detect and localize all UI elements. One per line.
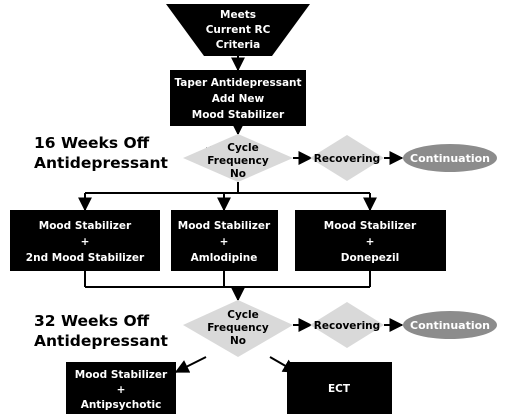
start-trapezoid <box>166 4 310 56</box>
antipsychotic-line-3: Antipsychotic <box>81 399 162 411</box>
option-3-line-1: Mood Stabilizer <box>324 220 417 232</box>
option-2-line-3: Amlodipine <box>191 252 258 264</box>
antipsychotic-box <box>66 362 176 414</box>
final-options: Mood Stabilizer + Antipsychotic ECT <box>66 362 392 414</box>
continuation-1-label: Continuation <box>410 152 490 165</box>
stage-1-label-line-2: Antidepressant <box>34 154 169 172</box>
start-line-2: Current RC <box>206 24 271 36</box>
option-1-line-3: 2nd Mood Stabilizer <box>26 252 145 264</box>
option-3-box <box>295 210 446 271</box>
ect-box <box>287 362 392 414</box>
arrow-decision-2-to-antipsychotic <box>174 356 207 373</box>
decision-2-diamond <box>183 300 293 357</box>
continuation-2-oval <box>403 311 497 339</box>
stage-1-label-line-1: 16 Weeks Off <box>34 134 150 152</box>
options: Mood Stabilizer + 2nd Mood Stabilizer Mo… <box>10 210 446 271</box>
stage-2-label-line-1: 32 Weeks Off <box>34 312 150 330</box>
recovering-1-label: Recovering <box>314 153 380 165</box>
start-line-3: Criteria <box>216 39 261 51</box>
recovering-2-label: Recovering <box>314 320 380 332</box>
decision-1-line-1: Cycle <box>227 142 259 154</box>
stage-2: 32 Weeks Off Antidepressant Cycle Freque… <box>34 300 497 357</box>
decision-2-line-1: Cycle <box>227 309 259 321</box>
antipsychotic-line-1: Mood Stabilizer <box>75 369 168 381</box>
decision-1-line-3: No <box>230 168 246 180</box>
taper-node: Taper Antidepressant Add New Mood Stabil… <box>170 70 306 126</box>
decision-2-line-3: No <box>230 335 246 347</box>
stage-2-label-line-2: Antidepressant <box>34 332 169 350</box>
taper-line-3: Mood Stabilizer <box>192 109 285 121</box>
decision-1-line-2: Frequency <box>207 155 269 167</box>
start-line-1: Meets <box>220 9 256 21</box>
ect-label: ECT <box>328 383 351 395</box>
option-2-line-2: + <box>220 236 229 248</box>
stage-1: 16 Weeks Off Antidepressant Cycle Freque… <box>34 134 497 182</box>
start-node: Meets Current RC Criteria <box>166 4 310 56</box>
recovering-1-diamond <box>310 135 384 181</box>
taper-line-1: Taper Antidepressant <box>174 77 301 89</box>
option-1-line-1: Mood Stabilizer <box>39 220 132 232</box>
option-2-box <box>171 210 278 271</box>
antipsychotic-line-2: + <box>117 384 126 396</box>
taper-box <box>170 70 306 126</box>
option-2-line-1: Mood Stabilizer <box>178 220 271 232</box>
continuation-2-label: Continuation <box>410 319 490 332</box>
continuation-1-oval <box>403 144 497 172</box>
option-1-box <box>10 210 160 271</box>
option-3-line-2: + <box>366 236 375 248</box>
connectors <box>78 56 404 373</box>
decision-1-diamond <box>183 134 293 182</box>
decision-2-line-2: Frequency <box>207 322 269 334</box>
recovering-2-diamond <box>310 302 384 348</box>
taper-line-2: Add New <box>212 93 265 105</box>
option-3-line-3: Donepezil <box>341 252 399 264</box>
option-1-line-2: + <box>81 236 90 248</box>
